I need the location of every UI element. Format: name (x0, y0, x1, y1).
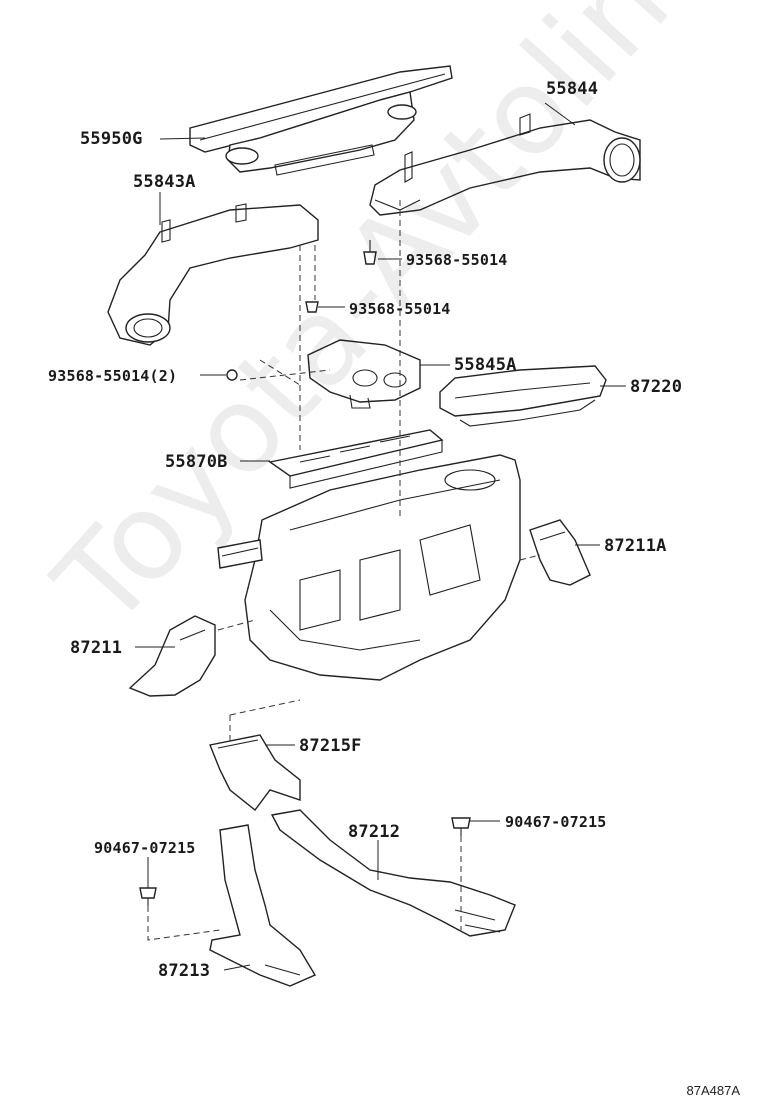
part-87211 (128, 615, 216, 697)
part-87215F (209, 734, 301, 811)
label-93568-a: 93568-55014 (406, 251, 508, 269)
label-90467-b: 90467-07215 (505, 813, 607, 831)
clip-90467-b (451, 817, 471, 836)
part-87220 (439, 365, 607, 427)
leader-lines (135, 102, 626, 971)
label-87211A: 87211A (604, 536, 667, 556)
part-55844 (369, 113, 641, 216)
part-87213 (209, 824, 317, 987)
screw-93568-c (226, 369, 238, 381)
part-55845A (307, 339, 421, 409)
part-87211A (529, 519, 591, 586)
part-55843A (107, 203, 319, 346)
part-55870B (268, 429, 444, 489)
label-93568-c: 93568-55014(2) (48, 367, 178, 385)
screw-93568-a (363, 240, 377, 265)
label-55950G: 55950G (80, 129, 143, 149)
diagram-code: 87A487A (686, 1083, 741, 1098)
label-87213: 87213 (158, 961, 211, 981)
part-55950G (189, 65, 453, 176)
label-90467-a: 90467-07215 (94, 839, 196, 857)
label-93568-b: 93568-55014 (349, 300, 451, 318)
clip-90467-a (139, 887, 157, 906)
label-55845A: 55845A (454, 355, 517, 375)
part-87212 (270, 809, 516, 937)
assembly-lines (147, 200, 541, 941)
screw-93568-b (305, 301, 319, 313)
label-87212: 87212 (348, 822, 401, 842)
label-87220: 87220 (630, 377, 683, 397)
label-55870B: 55870B (165, 452, 228, 472)
label-87211: 87211 (70, 638, 123, 658)
hvac-unit (217, 454, 521, 681)
label-55843A: 55843A (133, 172, 196, 192)
label-55844: 55844 (546, 79, 599, 99)
label-87215F: 87215F (299, 736, 362, 756)
